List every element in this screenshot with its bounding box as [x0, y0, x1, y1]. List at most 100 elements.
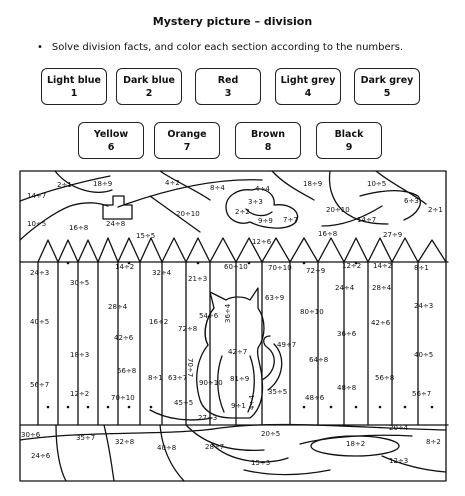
color-key-light-grey: Light grey 4 — [275, 68, 341, 105]
color-key-light-blue: Light blue 1 — [41, 68, 107, 105]
region-label: 12÷3 — [389, 457, 408, 465]
region-label: 35÷7 — [76, 434, 95, 442]
region-label: 36÷6 — [337, 330, 357, 338]
region-label: 40÷5 — [30, 318, 49, 326]
color-key-brown: Brown 8 — [235, 122, 301, 159]
region-label: 4÷4 — [248, 395, 256, 410]
region-label: 3÷3 — [248, 198, 263, 206]
color-number: 5 — [383, 88, 391, 99]
color-name: Black — [334, 129, 364, 140]
color-name: Light blue — [47, 75, 101, 86]
color-key-dark-grey: Dark grey 5 — [354, 68, 420, 105]
color-name: Orange — [167, 129, 207, 140]
region-label: 12÷2 — [342, 262, 361, 270]
region-label: 9÷9 — [258, 217, 273, 225]
region-label: 8÷2 — [426, 438, 441, 446]
region-label: 21÷3 — [188, 275, 207, 283]
picture-outline — [19, 170, 449, 482]
region-label: 8÷1 — [414, 264, 429, 272]
region-label: 30÷5 — [70, 279, 89, 287]
color-number: 8 — [264, 142, 272, 153]
region-label: 28÷4 — [108, 303, 128, 311]
region-label: 56÷8 — [117, 367, 136, 375]
region-label: 70÷10 — [111, 394, 135, 402]
picture-labels: 2÷1 14÷7 18÷9 4÷2 8÷4 4÷4 3÷3 18÷9 10÷5 … — [21, 179, 443, 467]
color-number: 1 — [70, 88, 78, 99]
region-label: 90÷10 — [199, 379, 223, 387]
region-label: 42÷6 — [371, 319, 391, 327]
region-label: 24÷4 — [335, 284, 355, 292]
region-label: 60÷10 — [224, 263, 248, 271]
region-label: 30÷6 — [21, 431, 41, 439]
color-number: 7 — [183, 142, 191, 153]
color-number: 2 — [145, 88, 153, 99]
region-label: 16÷2 — [149, 318, 168, 326]
region-label: 80÷10 — [300, 308, 324, 316]
region-label: 40÷5 — [414, 351, 433, 359]
region-label: 18÷2 — [346, 440, 365, 448]
color-key-orange: Orange 7 — [154, 122, 220, 159]
color-number: 9 — [345, 142, 353, 153]
region-label: 28÷7 — [205, 443, 224, 451]
color-number: 6 — [107, 142, 115, 153]
color-key-dark-blue: Dark blue 2 — [116, 68, 182, 105]
region-label: 72÷8 — [178, 325, 197, 333]
color-name: Dark grey — [360, 75, 414, 86]
region-label: 24÷8 — [106, 220, 125, 228]
region-label: 20÷10 — [176, 210, 200, 218]
region-label: 10÷5 — [27, 220, 46, 228]
region-label: 12÷2 — [70, 390, 89, 398]
region-label: 56÷7 — [412, 390, 431, 398]
region-label: 42÷7 — [228, 348, 247, 356]
page-title: Mystery picture – division — [152, 15, 313, 28]
color-name: Light grey — [280, 75, 336, 86]
bullet-icon: • — [37, 42, 43, 53]
region-label: 27÷3 — [198, 414, 217, 422]
region-label: 8÷4 — [210, 184, 225, 192]
region-label: 81÷9 — [230, 375, 249, 383]
region-label: 28÷4 — [372, 284, 392, 292]
region-label: 12÷6 — [252, 238, 272, 246]
region-label: 14÷7 — [27, 192, 46, 200]
region-label: 9÷1 — [231, 402, 246, 410]
instruction-text: Solve division facts, and color each sec… — [51, 42, 404, 53]
region-label: 32÷8 — [115, 438, 134, 446]
region-label: 70÷7 — [186, 358, 194, 377]
region-label: 24÷6 — [31, 452, 51, 460]
region-label: 45÷5 — [174, 399, 193, 407]
region-label: 15÷5 — [136, 232, 155, 240]
color-name: Dark blue — [123, 75, 175, 86]
region-label: 2÷1 — [428, 206, 443, 214]
color-key-red: Red 3 — [195, 68, 261, 105]
region-label: 36÷4 — [224, 303, 232, 323]
region-label: 42÷6 — [114, 334, 134, 342]
region-label: 54÷6 — [199, 312, 219, 320]
region-label: 56÷7 — [30, 381, 49, 389]
region-label: 63÷9 — [265, 294, 284, 302]
region-label: 18÷9 — [303, 180, 322, 188]
region-label: 49÷7 — [277, 341, 296, 349]
region-label: 18÷3 — [70, 351, 89, 359]
region-label: 24÷3 — [30, 269, 49, 277]
color-number: 4 — [304, 88, 312, 99]
region-label: 63÷7 — [168, 374, 187, 382]
region-label: 24÷3 — [414, 302, 433, 310]
region-label: 14÷2 — [373, 262, 392, 270]
region-label: 70÷10 — [268, 264, 292, 272]
color-name: Brown — [251, 129, 285, 140]
region-label: 10÷5 — [367, 180, 386, 188]
region-label: 16÷8 — [318, 230, 337, 238]
region-label: 20÷5 — [261, 430, 280, 438]
region-label: 56÷8 — [375, 374, 394, 382]
region-label: 72÷9 — [306, 267, 325, 275]
region-label: 4÷2 — [165, 179, 180, 187]
color-name: Red — [217, 75, 239, 86]
color-key-black: Black 9 — [316, 122, 382, 159]
region-label: 7÷7 — [283, 216, 298, 224]
color-number: 3 — [224, 88, 232, 99]
region-label: 27÷9 — [383, 231, 402, 239]
region-label: 18÷9 — [93, 180, 112, 188]
region-label: 14÷7 — [357, 216, 376, 224]
